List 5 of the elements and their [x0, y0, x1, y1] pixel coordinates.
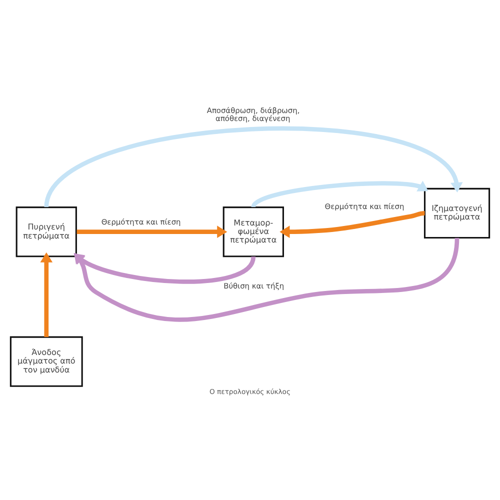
arrow: [280, 211, 425, 238]
arrow: [252, 180, 428, 208]
arrow: [76, 226, 228, 238]
arrow: [40, 252, 53, 337]
arrow: [44, 126, 463, 208]
